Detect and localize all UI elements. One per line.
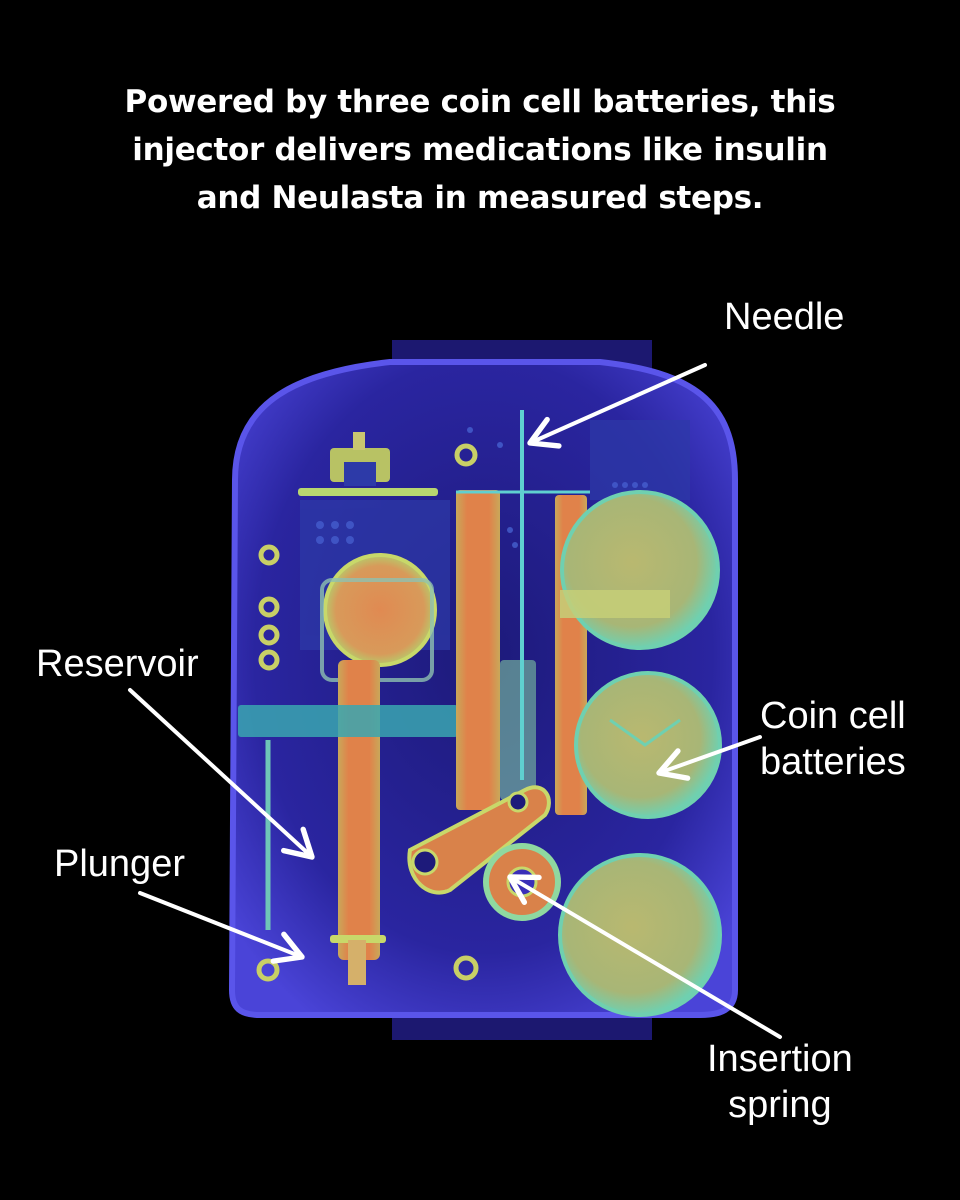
drive-bar-left [456,490,500,810]
plunger-arrow [138,891,305,964]
reservoir-arrow [128,688,315,860]
label-text: batteries [760,741,906,783]
label-reservoir: Reservoir [36,641,199,687]
label-text: Plunger [54,843,185,885]
headline-line: and Neulasta in measured steps. [196,180,764,216]
label-text: spring [728,1084,832,1126]
insertion-spring-arrow [507,874,782,1039]
connector-holes [256,443,479,982]
label-text: Needle [724,296,845,338]
coin-cell-arrow [656,735,762,781]
center-slot [500,660,536,800]
headline-line: Powered by three coin cell batteries, th… [124,84,836,120]
plunger-part [330,935,386,985]
label-text: Coin cell [760,695,906,737]
annotation-arrows [128,363,782,1039]
headline: Powered by three coin cell batteries, th… [0,78,960,222]
label-plunger: Plunger [54,841,185,887]
middle-shelf [238,705,458,737]
needle-arrow [527,363,707,449]
label-insertion-spring: Insertion spring [707,1036,853,1128]
reservoir-chamber [323,553,437,667]
headline-line: injector delivers medications like insul… [132,132,828,168]
coin-cells [558,490,722,1017]
label-needle: Needle [724,294,844,340]
label-text: Reservoir [36,643,199,685]
label-text: Insertion [707,1038,853,1080]
label-coin-cell-batteries: Coin cell batteries [760,693,906,785]
top-clip [298,432,438,496]
